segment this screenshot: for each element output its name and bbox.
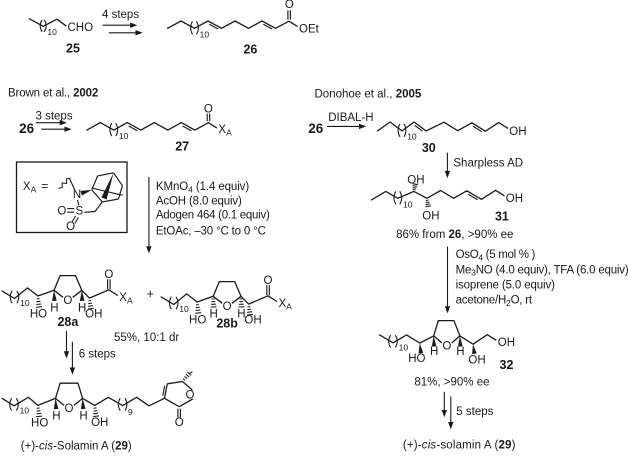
svg-text:O: O xyxy=(63,295,72,307)
svg-text:10: 10 xyxy=(407,131,417,141)
svg-text:O: O xyxy=(65,403,74,415)
svg-text:=: = xyxy=(41,179,48,193)
svg-text:EtOAc, –30 °C to 0 °C: EtOAc, –30 °C to 0 °C xyxy=(156,226,266,238)
svg-text:Brown et al., 2002: Brown et al., 2002 xyxy=(8,88,98,100)
svg-text:9: 9 xyxy=(128,407,133,417)
svg-text:O: O xyxy=(223,301,232,313)
svg-text:86% from 26, >90% ee: 86% from 26, >90% ee xyxy=(396,229,513,241)
svg-text:OH: OH xyxy=(91,417,108,429)
svg-text:OH: OH xyxy=(85,309,102,321)
svg-text:4 steps: 4 steps xyxy=(102,9,139,21)
svg-text:O: O xyxy=(175,417,184,429)
svg-text:OH: OH xyxy=(498,337,515,349)
svg-text:O: O xyxy=(104,269,113,281)
svg-text:HO: HO xyxy=(30,309,47,321)
svg-text:acetone/H2O, rt: acetone/H2O, rt xyxy=(456,295,533,308)
svg-text:H: H xyxy=(79,410,87,422)
svg-text:O: O xyxy=(57,205,66,217)
svg-text:O: O xyxy=(204,104,213,116)
svg-text:10: 10 xyxy=(200,29,210,39)
svg-text:10: 10 xyxy=(119,131,129,141)
svg-text:OH: OH xyxy=(506,193,523,205)
svg-text:H: H xyxy=(52,410,60,422)
svg-text:26: 26 xyxy=(308,121,324,136)
svg-text:OH: OH xyxy=(244,315,261,327)
svg-text:26: 26 xyxy=(243,42,257,56)
svg-text:26: 26 xyxy=(19,121,35,136)
svg-text:10: 10 xyxy=(403,199,413,209)
svg-text:O: O xyxy=(264,275,273,287)
svg-text:3 steps: 3 steps xyxy=(36,110,73,122)
svg-text:55%, 10:1 dr: 55%, 10:1 dr xyxy=(114,332,179,344)
svg-text:OsO4 (5 mol % ): OsO4 (5 mol % ) xyxy=(456,249,536,262)
svg-text:HO: HO xyxy=(31,418,48,430)
svg-text:Me3NO (4.0 equiv), TFA (6.0 eq: Me3NO (4.0 equiv), TFA (6.0 equiv) xyxy=(456,264,628,277)
svg-text:5 steps: 5 steps xyxy=(456,406,493,418)
svg-text:25: 25 xyxy=(66,42,80,56)
svg-text:H: H xyxy=(50,302,58,314)
svg-text:27: 27 xyxy=(175,140,189,154)
svg-text:30: 30 xyxy=(422,141,436,155)
svg-text:OH: OH xyxy=(422,210,439,222)
svg-text:10: 10 xyxy=(47,27,57,37)
svg-text:+: + xyxy=(147,287,154,301)
svg-text:10: 10 xyxy=(399,343,409,353)
svg-text:O: O xyxy=(442,340,451,352)
svg-text:H: H xyxy=(456,346,464,358)
svg-text:6 steps: 6 steps xyxy=(79,349,116,361)
svg-text:S: S xyxy=(75,205,83,217)
svg-text:N: N xyxy=(73,189,81,201)
svg-text:Adogen 464 (0.1 equiv): Adogen 464 (0.1 equiv) xyxy=(156,209,270,221)
svg-text:31: 31 xyxy=(495,209,509,223)
svg-text:H: H xyxy=(430,346,438,358)
svg-text:10: 10 xyxy=(20,298,30,308)
svg-text:O: O xyxy=(186,390,195,402)
svg-text:CHO: CHO xyxy=(68,22,94,34)
svg-text:81%, >90% ee: 81%, >90% ee xyxy=(414,376,489,388)
svg-text:HO: HO xyxy=(189,315,206,327)
svg-text:O: O xyxy=(285,0,294,11)
svg-text:OEt: OEt xyxy=(299,24,320,36)
svg-text:32: 32 xyxy=(500,358,514,372)
svg-text:OH: OH xyxy=(509,126,526,138)
svg-text:KMnO4 (1.4 equiv): KMnO4 (1.4 equiv) xyxy=(156,181,249,194)
svg-text:28a: 28a xyxy=(57,315,79,329)
svg-text:28b: 28b xyxy=(216,317,238,331)
svg-text:DIBAL-H: DIBAL-H xyxy=(328,112,373,124)
svg-text:10: 10 xyxy=(20,405,30,415)
svg-text:(+)-cis-Solamin A (29): (+)-cis-Solamin A (29) xyxy=(21,440,132,452)
svg-text:HO: HO xyxy=(408,353,425,365)
svg-text:OH: OH xyxy=(407,174,424,186)
svg-text:O: O xyxy=(66,221,75,233)
svg-text:Sharpless AD: Sharpless AD xyxy=(453,158,523,170)
svg-text:Donohoe et al., 2005: Donohoe et al., 2005 xyxy=(315,88,422,100)
svg-text:AcOH (8.0 equiv): AcOH (8.0 equiv) xyxy=(156,195,242,207)
svg-text:OH: OH xyxy=(468,355,485,367)
svg-text:(+)-cis-solamin A (29): (+)-cis-solamin A (29) xyxy=(403,439,516,451)
svg-text:isoprene (5.0 equiv): isoprene (5.0 equiv) xyxy=(456,280,556,292)
svg-text:10: 10 xyxy=(179,304,189,314)
